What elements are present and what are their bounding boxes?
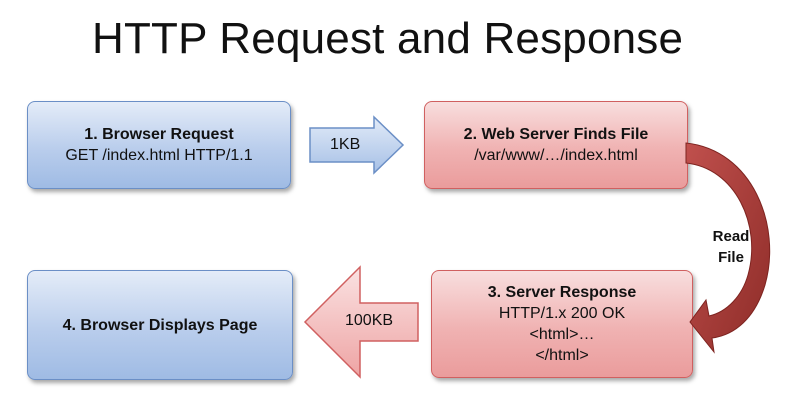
step-2-line-1: /var/www/…/index.html <box>474 147 638 164</box>
step-browser-displays-box: 4. Browser Displays Page <box>27 270 293 380</box>
read-file-label-line-1: Read <box>712 228 750 245</box>
step-browser-request-box: 1. Browser Request GET /index.html HTTP/… <box>27 101 291 189</box>
response-arrow-left-icon <box>303 265 419 379</box>
response-size-label: 100KB <box>345 312 394 329</box>
step-3-line-1: HTTP/1.x 200 OK <box>498 305 626 322</box>
read-file-label-line-2: File <box>718 249 744 266</box>
step-1-heading: 1. Browser Request <box>84 126 234 143</box>
request-size-label: 1KB <box>330 136 361 153</box>
diagram-title: HTTP Request and Response <box>92 14 684 63</box>
step-3-line-2: <html>… <box>529 326 595 343</box>
step-1-line-1: GET /index.html HTTP/1.1 <box>65 147 253 164</box>
step-3-heading: 3. Server Response <box>487 284 637 301</box>
step-server-response-box: 3. Server Response HTTP/1.x 200 OK <html… <box>431 270 693 378</box>
step-2-heading: 2. Web Server Finds File <box>463 126 649 143</box>
step-3-line-3: </html> <box>535 347 589 364</box>
step-4-heading: 4. Browser Displays Page <box>62 316 258 334</box>
request-arrow-right-icon <box>309 115 405 175</box>
step-server-finds-file-box: 2. Web Server Finds File /var/www/…/inde… <box>424 101 688 189</box>
read-file-label: Read File <box>704 226 758 268</box>
read-file-curved-arrow-icon <box>685 142 771 354</box>
